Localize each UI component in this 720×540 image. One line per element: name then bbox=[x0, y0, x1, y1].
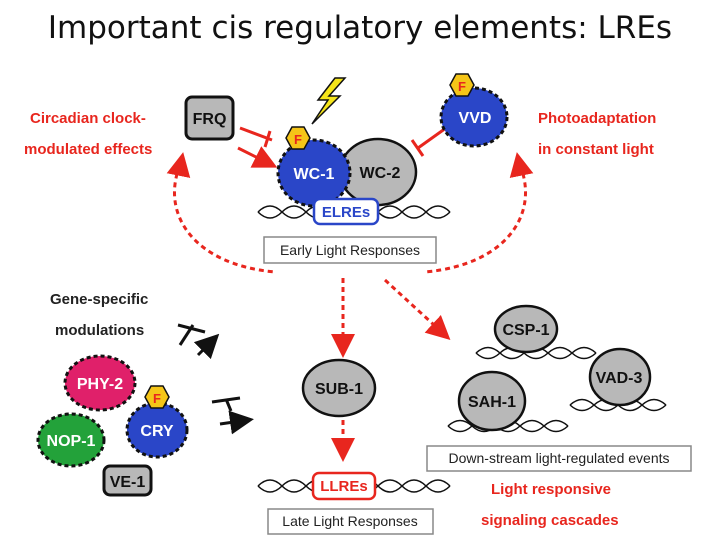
flavin-icon-cry bbox=[144, 385, 170, 409]
arrow-to-downstream bbox=[383, 278, 451, 341]
gene-specific-label-line2: modulations bbox=[55, 322, 144, 339]
feedback-arc-right bbox=[424, 164, 527, 274]
vvd-inhibition-bar bbox=[410, 139, 425, 157]
late-light-responses-box bbox=[267, 508, 434, 535]
flavin-icon-wc1 bbox=[285, 126, 311, 150]
phy2-protein bbox=[63, 354, 137, 412]
vvd-label: VVD bbox=[459, 110, 492, 127]
csp1-protein bbox=[493, 304, 559, 354]
page-title: Important cis regulatory elements: LREs bbox=[47, 10, 673, 46]
nop1-label: NOP-1 bbox=[47, 433, 96, 450]
vvd-inhibition-line bbox=[417, 126, 447, 150]
flavin-label-wc1: F bbox=[294, 132, 302, 147]
lightning-icon bbox=[311, 77, 347, 125]
ve1-protein bbox=[102, 464, 153, 497]
sub1-label: SUB-1 bbox=[315, 381, 363, 398]
circadian-label-line2: modulated effects bbox=[24, 141, 152, 158]
sah1-label: SAH-1 bbox=[468, 394, 516, 411]
photoadaptation-label-line1: Photoadaptation bbox=[538, 110, 656, 127]
sah1-protein bbox=[457, 370, 527, 432]
vad3-label: VAD-3 bbox=[596, 370, 643, 387]
late-light-responses-text: Late Light Responses bbox=[282, 513, 417, 529]
phy2-label: PHY-2 bbox=[77, 376, 123, 393]
arrow-to-circadian bbox=[166, 152, 191, 179]
light-responsive-label-line1: Light responsive bbox=[491, 481, 611, 498]
frq-protein bbox=[184, 95, 235, 141]
early-light-responses-box bbox=[263, 236, 437, 264]
arrow-to-photoadaptation bbox=[509, 152, 534, 179]
gene-specific-label-line1: Gene-specific bbox=[50, 291, 148, 308]
nop1-protein bbox=[36, 412, 106, 468]
llres-element bbox=[311, 471, 377, 501]
feedback-arc-left bbox=[173, 164, 276, 274]
cry-label: CRY bbox=[140, 423, 174, 440]
vvd-protein bbox=[439, 86, 509, 148]
flavin-label-vvd: F bbox=[458, 79, 466, 94]
modulation-arrows-upper bbox=[177, 323, 220, 360]
wc2-label: WC-2 bbox=[360, 165, 401, 182]
modulation-arrows-lower bbox=[211, 396, 254, 435]
llres-label: LLREs bbox=[320, 478, 368, 495]
circadian-label-line1: Circadian clock- bbox=[30, 110, 146, 127]
elres-element bbox=[312, 197, 380, 226]
flavin-icon-vvd bbox=[449, 73, 475, 97]
flavin-label-cry: F bbox=[153, 391, 161, 406]
photoadaptation-label-line2: in constant light bbox=[538, 141, 654, 158]
frq-inhibition-bar bbox=[263, 130, 272, 148]
arrow-circadian-to-wc1 bbox=[237, 146, 278, 168]
downstream-events-text: Down-stream light-regulated events bbox=[449, 450, 670, 466]
elres-label: ELREs bbox=[322, 204, 370, 221]
wc1-label: WC-1 bbox=[294, 166, 335, 183]
frq-label: FRQ bbox=[193, 111, 227, 128]
downstream-events-box bbox=[426, 445, 692, 472]
sub1-protein bbox=[301, 358, 377, 418]
csp1-label: CSP-1 bbox=[502, 322, 549, 339]
vad3-protein bbox=[588, 347, 652, 407]
wc1-protein bbox=[276, 138, 352, 208]
early-light-responses-text: Early Light Responses bbox=[280, 242, 420, 258]
ve1-label: VE-1 bbox=[110, 474, 146, 491]
light-responsive-label-line2: signaling cascades bbox=[481, 512, 619, 529]
